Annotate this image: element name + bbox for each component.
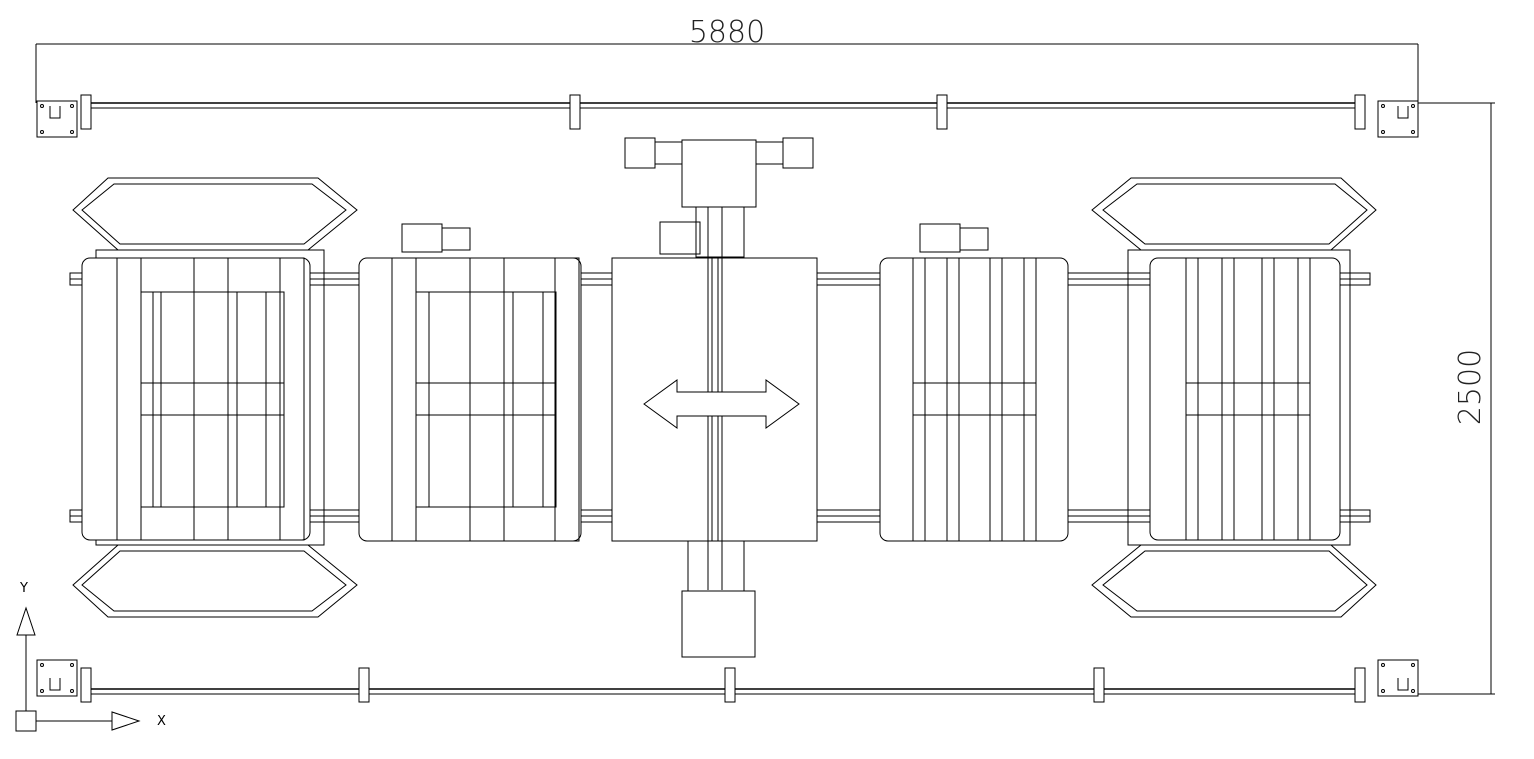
right-turntable [1091,177,1377,618]
ucs-icon [15,606,141,732]
dimension-width: 5880 [35,15,1419,103]
conveyor-section-4 [879,223,1069,542]
left-turntable [72,177,358,618]
transfer-cart [611,137,818,658]
double-arrow-icon [643,379,800,429]
bottom-rail [36,659,1419,703]
height-dimension-label: 2500 [1453,349,1488,425]
ucs-x-label: X [157,714,166,729]
dimension-height: 2500 [1418,102,1495,695]
width-dimension-label: 5880 [689,15,765,50]
ucs-y-label: Y [19,581,28,596]
conveyor-section-2 [358,223,582,542]
top-rail [36,94,1419,138]
